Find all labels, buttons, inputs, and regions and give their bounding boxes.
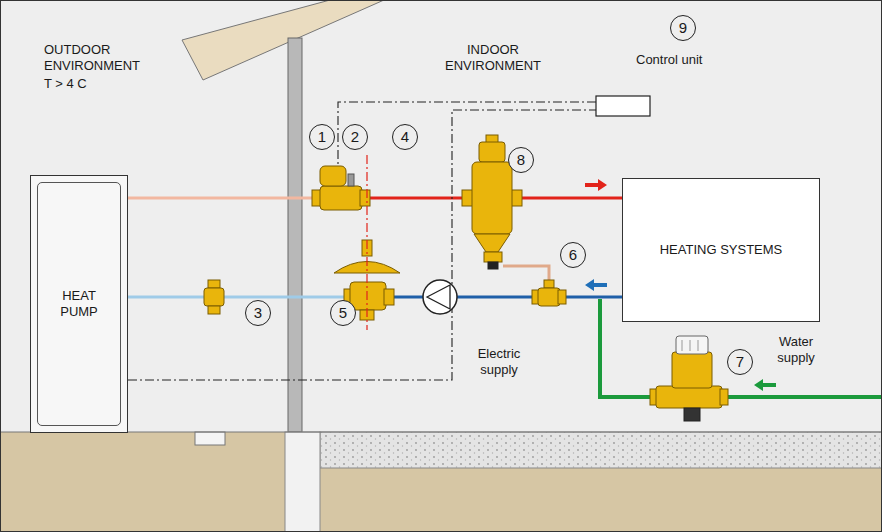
wall-foundation bbox=[285, 432, 320, 532]
filter-valve bbox=[208, 280, 220, 288]
filter-valve bbox=[208, 306, 220, 314]
callout-number: 2 bbox=[342, 124, 368, 150]
control-unit bbox=[596, 96, 650, 116]
filling-valve bbox=[650, 336, 728, 421]
control-wire bbox=[128, 110, 596, 380]
support-block bbox=[195, 432, 225, 445]
pipe-segment bbox=[355, 296, 622, 299]
area-label: Control unit bbox=[636, 52, 702, 68]
pipe-segment bbox=[128, 296, 355, 299]
section-line bbox=[366, 155, 367, 330]
callout-number: 9 bbox=[670, 15, 696, 41]
flow-arrow bbox=[754, 379, 776, 391]
bypass-valve bbox=[350, 282, 386, 310]
wall bbox=[288, 38, 302, 432]
callout-number: 1 bbox=[309, 124, 335, 150]
zone-valve bbox=[320, 186, 362, 210]
zone-valve bbox=[348, 174, 354, 186]
flow-arrow bbox=[585, 179, 607, 191]
callout-number: 6 bbox=[560, 242, 586, 268]
ground bbox=[0, 432, 882, 532]
callout-number: 8 bbox=[508, 147, 534, 173]
floor-slab bbox=[320, 432, 882, 468]
circulation-pump bbox=[423, 280, 457, 314]
zone-valve bbox=[312, 166, 370, 210]
filling-valve bbox=[676, 336, 708, 354]
filling-valve bbox=[672, 352, 712, 388]
check-valve bbox=[544, 280, 554, 288]
heat-pump-unit: HEAT PUMP bbox=[30, 175, 128, 433]
flow-arrow bbox=[585, 279, 607, 291]
filling-valve bbox=[698, 340, 699, 351]
node-label: HEATING SYSTEMS bbox=[660, 242, 783, 258]
callout-number: 5 bbox=[330, 300, 356, 326]
area-label: Water supply bbox=[764, 334, 828, 366]
bypass-valve bbox=[384, 289, 394, 305]
circulation-pump bbox=[427, 285, 450, 309]
filling-valve bbox=[684, 408, 700, 421]
check-valve bbox=[538, 288, 560, 306]
area-label: INDOOR ENVIRONMENT bbox=[437, 42, 549, 74]
filling-valve bbox=[682, 340, 683, 351]
ground-line bbox=[0, 432, 882, 433]
callout-number: 4 bbox=[392, 124, 418, 150]
dirt-separator bbox=[474, 234, 510, 252]
zone-valve bbox=[320, 166, 346, 186]
callout-number: 3 bbox=[245, 300, 271, 326]
control-wire bbox=[338, 102, 596, 166]
check-valve bbox=[532, 280, 566, 306]
dirt-separator bbox=[488, 262, 498, 269]
area-label: Electric supply bbox=[462, 346, 536, 378]
area-label: T > 4 C bbox=[44, 76, 87, 92]
callout-number: 7 bbox=[727, 349, 753, 375]
area-label: OUTDOOR ENVIRONMENT bbox=[44, 42, 148, 74]
dirt-separator bbox=[479, 142, 505, 162]
control-wire bbox=[128, 102, 596, 380]
filter-valve bbox=[204, 288, 224, 306]
roof bbox=[182, 0, 384, 80]
dirt-separator bbox=[472, 162, 512, 234]
dirt-separator bbox=[484, 252, 502, 262]
node-label: HEAT PUMP bbox=[47, 288, 111, 320]
filling-valve bbox=[720, 389, 728, 405]
filling-valve bbox=[656, 386, 722, 408]
supply-pipe bbox=[128, 198, 622, 199]
pipe-segment bbox=[128, 197, 318, 200]
filling-valve bbox=[690, 340, 691, 351]
check-valve bbox=[558, 290, 566, 304]
drain-pipe bbox=[503, 266, 549, 282]
system-box: HEATING SYSTEMS bbox=[622, 178, 820, 322]
filter-valve bbox=[204, 280, 224, 314]
zone-valve bbox=[360, 190, 370, 206]
circulation-pump bbox=[423, 280, 457, 314]
